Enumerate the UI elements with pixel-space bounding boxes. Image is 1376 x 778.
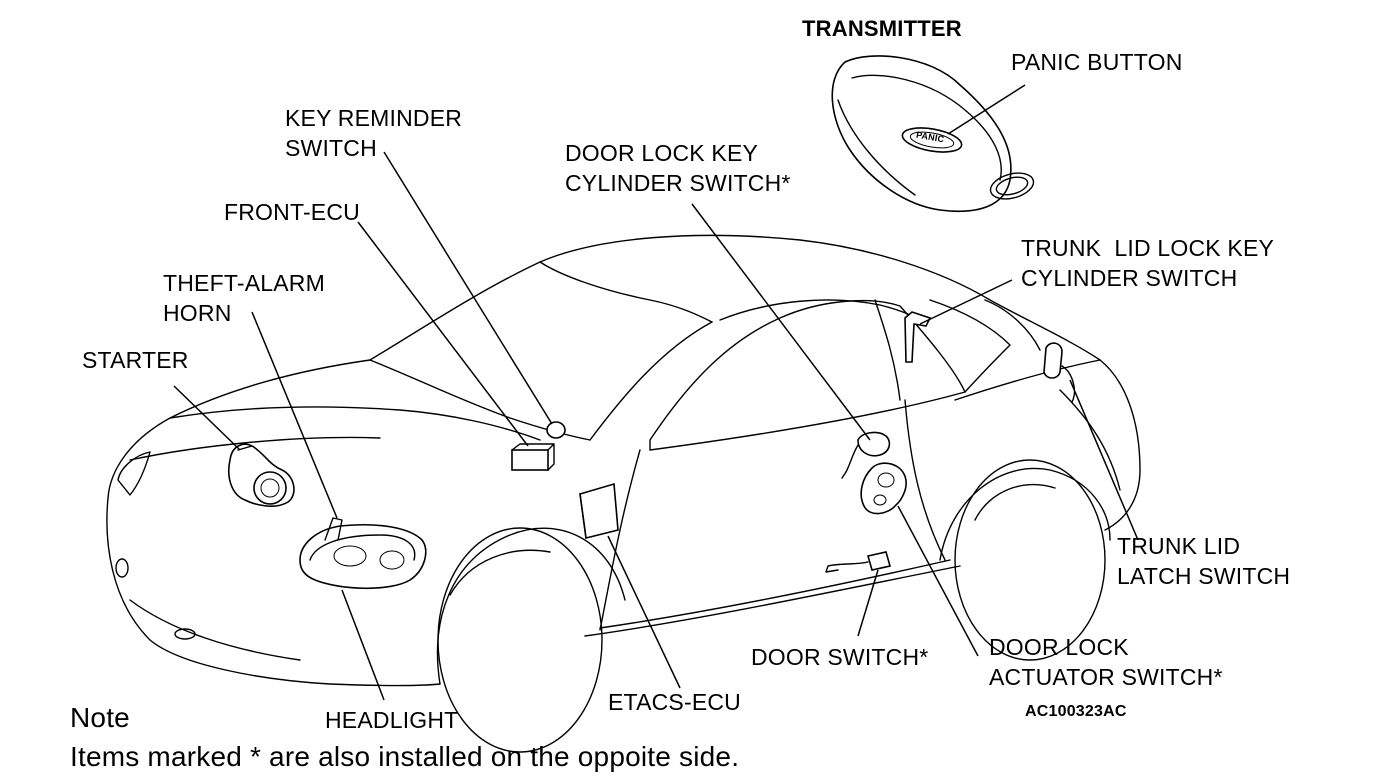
theft-alarm-horn-label: THEFT-ALARM HORN xyxy=(163,268,325,328)
headlight-part xyxy=(299,517,427,590)
note-title: Note xyxy=(70,702,130,733)
door-switch-label: DOOR SWITCH* xyxy=(751,644,929,670)
door-lock-actuator-switch-label-line2: ACTUATOR SWITCH* xyxy=(989,664,1223,690)
note-text: Items marked * are also installed on the… xyxy=(70,741,740,772)
panic-button-label: PANIC BUTTON xyxy=(1011,49,1183,75)
theft-alarm-horn-label-line2: HORN xyxy=(163,300,232,326)
door-lock-actuator-switch-label: DOOR LOCK ACTUATOR SWITCH* xyxy=(989,632,1223,692)
headlight-label: HEADLIGHT xyxy=(325,707,459,733)
etacs-ecu-label: ETACS-ECU xyxy=(608,689,741,715)
key-reminder-switch-label: KEY REMINDER SWITCH xyxy=(285,103,462,163)
door-lock-key-cylinder-switch-part xyxy=(841,431,891,479)
leader-lines xyxy=(173,84,1139,701)
transmitter-fob xyxy=(831,55,1035,212)
key-reminder-switch-label-line1: KEY REMINDER xyxy=(285,105,463,131)
etacs-ecu-part xyxy=(579,482,619,539)
trunk-lid-latch-switch-label: TRUNK LID LATCH SWITCH xyxy=(1117,531,1290,591)
door-lock-key-cylinder-switch-label: DOOR LOCK KEY CYLINDER SWITCH* xyxy=(565,138,791,198)
trunk-lid-lock-key-cylinder-switch-label-line2: CYLINDER SWITCH xyxy=(1021,265,1238,291)
door-lock-key-cylinder-switch-label-line2: CYLINDER SWITCH* xyxy=(565,170,791,196)
figure-code: AC100323AC xyxy=(1025,703,1127,720)
door-lock-key-cylinder-switch-label-line1: DOOR LOCK KEY xyxy=(565,140,759,166)
trunk-lid-latch-switch-label-line1: TRUNK LID xyxy=(1117,533,1241,559)
front-ecu-part xyxy=(511,443,555,471)
front-ecu-label: FRONT-ECU xyxy=(224,199,360,225)
trunk-lid-lock-key-cylinder-part xyxy=(904,311,932,363)
theft-alarm-horn-label-line1: THEFT-ALARM xyxy=(163,270,325,296)
trunk-lid-lock-key-cylinder-switch-label-line1: TRUNK LID LOCK KEY xyxy=(1021,235,1275,261)
starter-label: STARTER xyxy=(82,347,189,373)
key-reminder-switch-part xyxy=(546,421,566,439)
door-lock-actuator-part xyxy=(860,462,907,515)
trunk-lid-latch-part xyxy=(1043,342,1076,403)
door-lock-actuator-switch-label-line1: DOOR LOCK xyxy=(989,634,1129,660)
door-switch-part xyxy=(825,551,892,573)
trunk-lid-lock-key-cylinder-switch-label: TRUNK LID LOCK KEY CYLINDER SWITCH xyxy=(1021,233,1274,293)
transmitter-label: TRANSMITTER xyxy=(802,16,962,41)
car-outline xyxy=(106,234,1141,753)
starter-part xyxy=(228,443,295,507)
key-reminder-switch-label-line2: SWITCH xyxy=(285,135,377,161)
trunk-lid-latch-switch-label-line2: LATCH SWITCH xyxy=(1117,563,1291,589)
